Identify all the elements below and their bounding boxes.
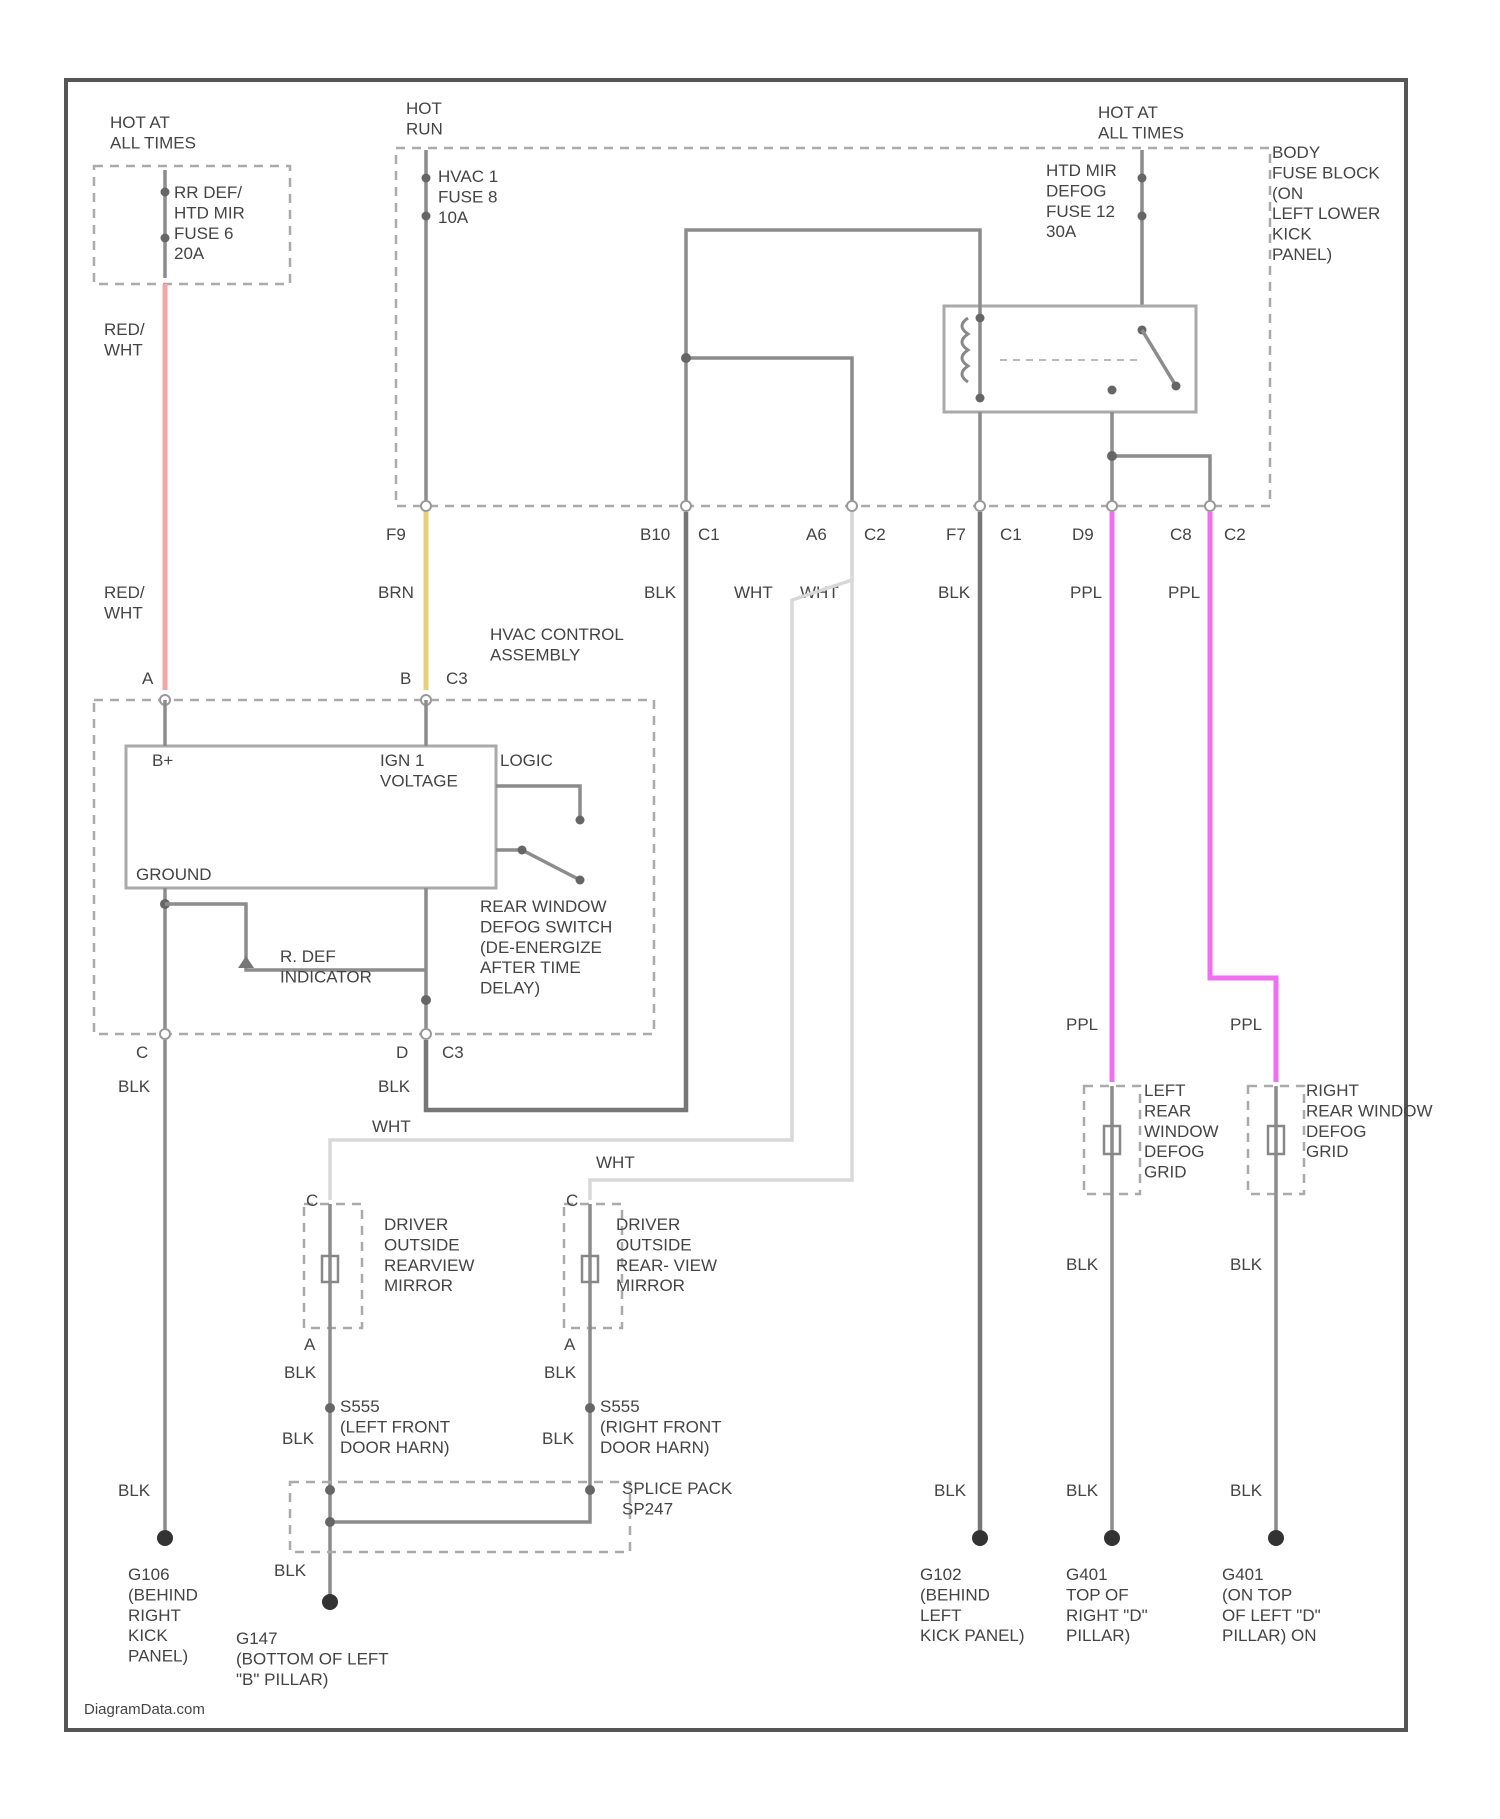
wht-label-a: WHT: [734, 583, 773, 602]
blk-label-rg2: BLK: [1230, 1481, 1263, 1500]
conn-c3-bottom: C3: [442, 1043, 464, 1062]
conn-a: A: [142, 669, 154, 688]
conn-a-mirror-r: A: [564, 1335, 576, 1354]
blk-label-s555-r: BLK: [542, 1429, 575, 1448]
logic-label: LOGIC: [500, 751, 553, 770]
blk-label-g106: BLK: [118, 1481, 151, 1500]
conn-c-mirror-l: C: [306, 1191, 318, 1210]
ppl-label-d9: PPL: [1070, 583, 1102, 602]
wht-wire-pass-mirror: [590, 512, 852, 1200]
ground-label: GROUND: [136, 865, 212, 884]
blk-label-b10: BLK: [644, 583, 677, 602]
conn-b: B: [400, 669, 411, 688]
blk-label-d: BLK: [378, 1077, 411, 1096]
c8-wire-internal: [1112, 456, 1210, 506]
wht-label-c: WHT: [372, 1117, 411, 1136]
conn-b10: B10: [640, 525, 670, 544]
relay-coil-icon: [962, 318, 968, 382]
b10-relay-wire: [686, 230, 980, 506]
conn-a6: A6: [806, 525, 827, 544]
wht-label-d: WHT: [596, 1153, 635, 1172]
blk-label-mirror-r: BLK: [544, 1363, 577, 1382]
blk-label-mirror-l: BLK: [284, 1363, 317, 1382]
g401-left-ground-icon: [1268, 1530, 1284, 1546]
r-def-indicator-icon: [238, 956, 254, 968]
pass-mirror-box: [564, 1204, 622, 1328]
red-wht-label-top: RED/WHT: [104, 320, 145, 359]
blk-label-sp: BLK: [274, 1561, 307, 1580]
diagram-frame: [66, 80, 1406, 1730]
conn-c: C: [136, 1043, 148, 1062]
conn-c-mirror-r: C: [566, 1191, 578, 1210]
conn-d: D: [396, 1043, 408, 1062]
blk-label-lg1: BLK: [1066, 1255, 1099, 1274]
blk-label-rg1: BLK: [1230, 1255, 1263, 1274]
relay-switch-contact: [1142, 330, 1176, 386]
defog-switch-contact: [496, 850, 580, 880]
conn-c8: C8: [1170, 525, 1192, 544]
ppl-label-left-grid: PPL: [1066, 1015, 1098, 1034]
driver-mirror-box: [304, 1204, 362, 1328]
conn-d9: D9: [1072, 525, 1094, 544]
blk-label-c: BLK: [118, 1077, 151, 1096]
watermark: DiagramData.com: [84, 1701, 205, 1718]
g102-ground-icon: [972, 1530, 988, 1546]
b-plus-label: B+: [152, 751, 173, 770]
g147-ground-icon: [322, 1594, 338, 1610]
conn-c1-a: C1: [698, 525, 720, 544]
wire-ppl-right-grid: [1210, 512, 1276, 1082]
conn-f7: F7: [946, 525, 966, 544]
g147-label: G147(BOTTOM OF LEFT"B" PILLAR): [236, 1629, 389, 1689]
ppl-label-c8: PPL: [1168, 583, 1200, 602]
conn-f9: F9: [386, 525, 406, 544]
hvac-fuse-label: HVAC 1FUSE 810A: [438, 167, 498, 227]
red-wht-label-bottom: RED/WHT: [104, 583, 145, 622]
blk-label-lg2: BLK: [1066, 1481, 1099, 1500]
conn-c2-b: C2: [1224, 525, 1246, 544]
g106-ground-icon: [157, 1530, 173, 1546]
conn-c3-top: C3: [446, 669, 468, 688]
a6-branch-wire: [686, 358, 852, 506]
g401-right-ground-icon: [1104, 1530, 1120, 1546]
brn-label: BRN: [378, 583, 414, 602]
wht-wire-driver-mirror: [330, 512, 852, 1200]
blk-label-g102: BLK: [934, 1481, 967, 1500]
ppl-label-right-grid: PPL: [1230, 1015, 1262, 1034]
blk-label-s555-l: BLK: [282, 1429, 315, 1448]
splice-pack-box: [290, 1482, 630, 1552]
blk-label-f7: BLK: [938, 583, 971, 602]
conn-c1-b: C1: [1000, 525, 1022, 544]
conn-a-mirror-l: A: [304, 1335, 316, 1354]
conn-c2-a: C2: [864, 525, 886, 544]
